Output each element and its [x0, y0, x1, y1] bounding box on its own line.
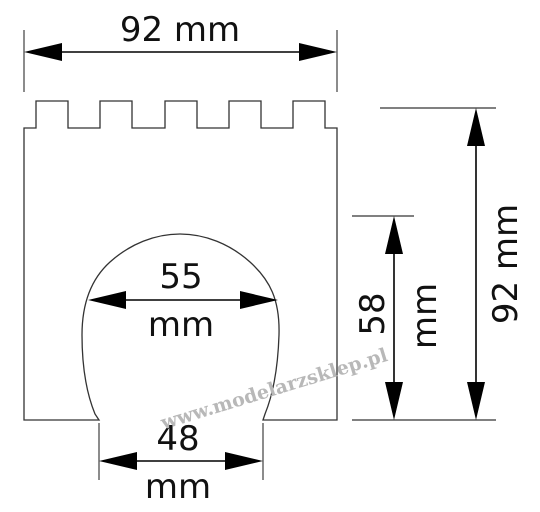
- arch-width-value: 55: [159, 257, 202, 297]
- right-height-label: 92 mm: [486, 204, 526, 324]
- arrowhead-up: [467, 108, 485, 146]
- bottom-opening-unit: mm: [145, 467, 211, 507]
- top-width-label: 92 mm: [120, 10, 240, 50]
- inner-height-dimension: 58 mm: [352, 215, 445, 421]
- arch-width-dimension: 55 mm: [88, 257, 278, 345]
- arrowhead-right: [240, 291, 278, 309]
- inner-height-value: 58: [353, 292, 393, 335]
- arrowhead-down: [467, 382, 485, 420]
- arrowhead-right: [225, 452, 263, 470]
- watermark-text: www.modelarzsklep.pl: [157, 344, 390, 434]
- portal-outline: [23, 100, 338, 421]
- arrowhead-right: [299, 43, 337, 61]
- bottom-opening-dimension: 48 mm: [98, 419, 264, 507]
- right-height-dimension: 92 mm: [380, 107, 526, 421]
- arch-width-unit: mm: [148, 305, 214, 345]
- arrowhead-down: [385, 382, 403, 420]
- inner-height-unit: mm: [405, 283, 445, 349]
- arrowhead-left: [99, 452, 137, 470]
- arrowhead-up: [385, 216, 403, 254]
- arrowhead-left: [88, 291, 126, 309]
- arrowhead-left: [24, 43, 62, 61]
- bottom-opening-value: 48: [156, 419, 199, 459]
- top-width-dimension: 92 mm: [23, 10, 338, 92]
